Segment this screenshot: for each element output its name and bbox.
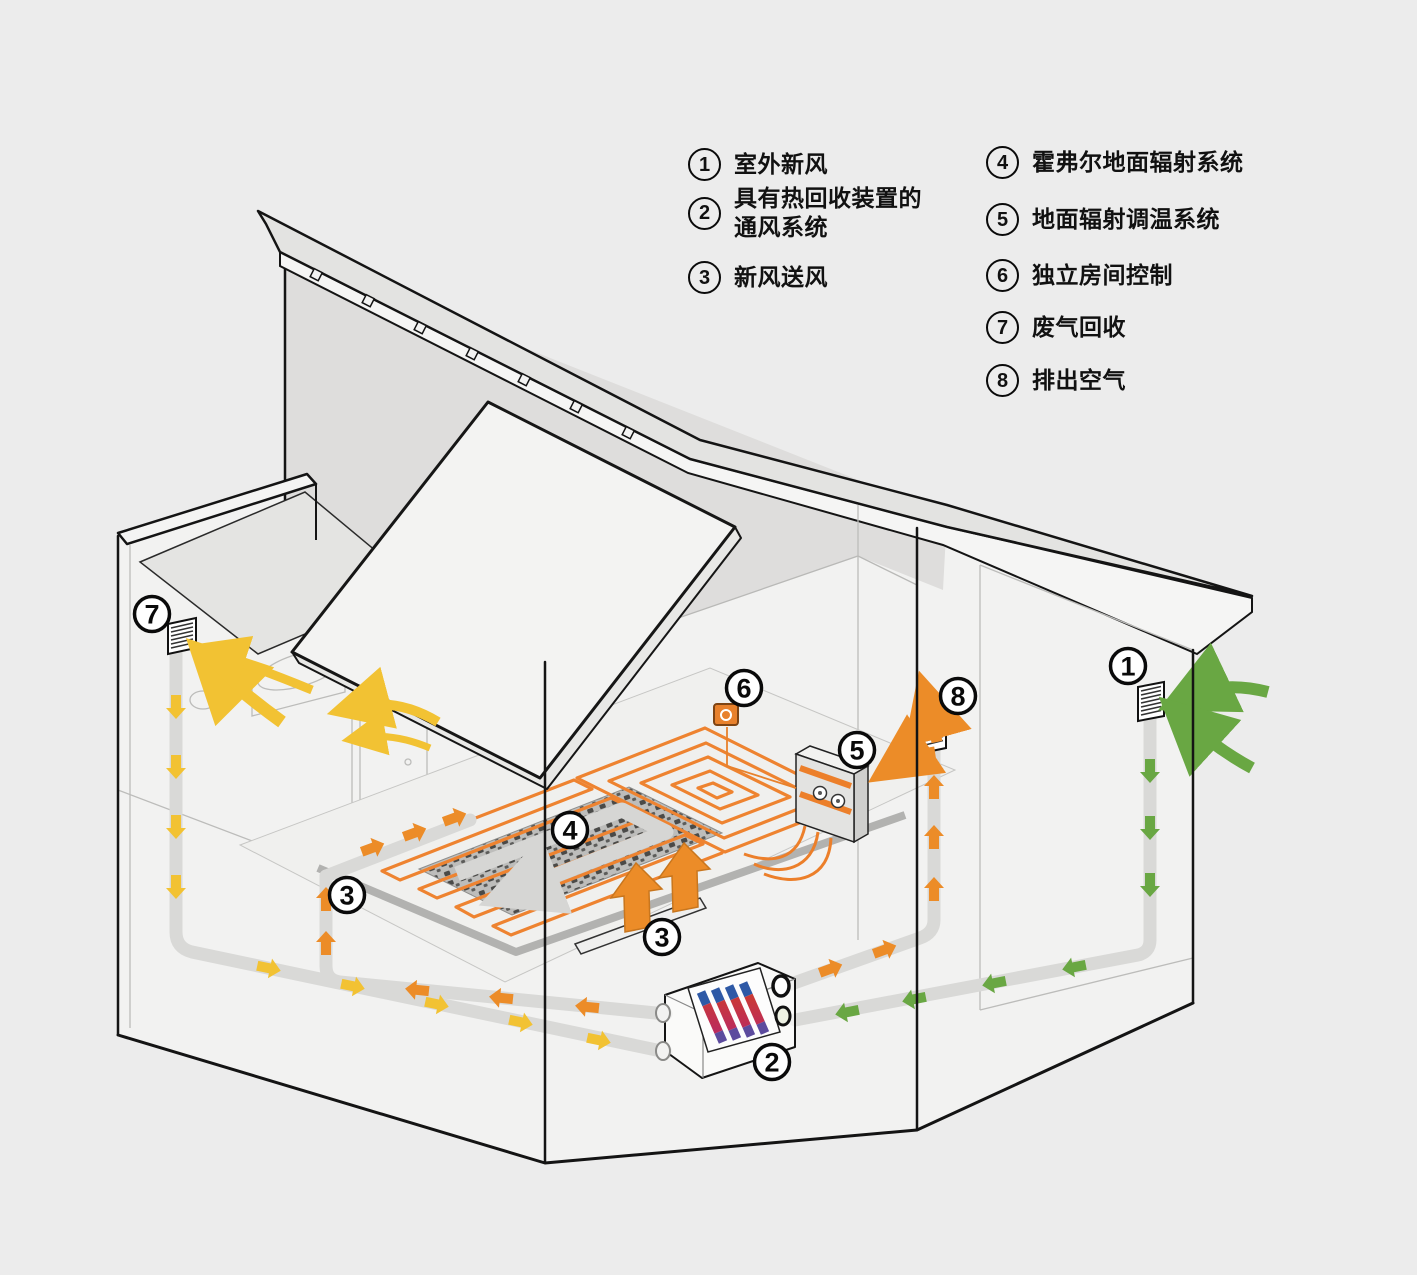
marker-3b: 3 — [642, 917, 682, 957]
marker-3a: 3 — [327, 875, 367, 915]
marker-4: 4 — [550, 810, 590, 850]
legend-item-4: 4 霍弗尔地面辐射系统 — [986, 146, 1244, 179]
exhaust-arrow-8-out — [868, 714, 947, 783]
marker-7: 7 — [132, 594, 172, 634]
legend-label-1: 室外新风 — [734, 151, 828, 177]
fresh-arrow-1b — [1158, 696, 1255, 777]
marker-6: 6 — [724, 668, 764, 708]
svg-text:8: 8 — [950, 682, 965, 712]
fresh-air-duct — [788, 703, 1157, 1027]
legend-item-2: 2 具有热回收装置的 通风系统 — [688, 184, 922, 242]
manifold — [743, 745, 870, 881]
svg-text:3: 3 — [339, 881, 354, 911]
supply-floor-duct — [319, 813, 477, 883]
legend-item-7: 7 废气回收 — [986, 311, 1126, 344]
pipe-direction-arrow — [454, 802, 674, 914]
tilted-roof-panel — [290, 400, 742, 790]
svg-text:5: 5 — [849, 736, 864, 766]
legend-label-3: 新风送风 — [734, 264, 828, 290]
legend-item-1: 1 室外新风 — [688, 148, 828, 181]
svg-text:7: 7 — [144, 600, 159, 630]
legend-item-5: 5 地面辐射调温系统 — [986, 203, 1220, 236]
roof — [256, 209, 1254, 656]
legend-num-8: 8 — [986, 364, 1019, 397]
marker-5: 5 — [837, 730, 877, 770]
supply-duct — [319, 869, 673, 1021]
legend-num-5: 5 — [986, 203, 1019, 236]
thermostat — [713, 703, 797, 789]
svg-text:3: 3 — [654, 923, 669, 953]
legend-item-8: 8 排出空气 — [986, 364, 1126, 397]
exchanger-plate — [687, 967, 781, 1053]
extract-arrow-7b — [189, 636, 314, 695]
vent-grille-7 — [167, 616, 197, 656]
fresh-arrow-1a — [1157, 642, 1270, 713]
extract-duct-7 — [169, 641, 673, 1059]
legend-label-8: 排出空气 — [1032, 367, 1126, 393]
floor-slab-edge — [316, 811, 907, 956]
rafter-tabs — [309, 267, 636, 440]
exchanger-fins — [696, 981, 770, 1044]
extract-arrow-door2 — [341, 711, 432, 756]
legend-label-6: 独立房间控制 — [1032, 262, 1173, 288]
legend-num-2: 2 — [688, 196, 721, 230]
legend-label-7: 废气回收 — [1032, 314, 1126, 340]
extract-arrow-door — [326, 666, 441, 729]
marker-2: 2 — [752, 1042, 792, 1082]
legend-label-2: 具有热回收装置的 通风系统 — [734, 185, 922, 240]
legend-label-4: 霍弗尔地面辐射系统 — [1032, 149, 1244, 175]
legend-label-5: 地面辐射调温系统 — [1032, 206, 1220, 232]
legend-num-3: 3 — [688, 261, 721, 294]
svg-text:1: 1 — [1120, 652, 1135, 682]
legend-num-7: 7 — [986, 311, 1019, 344]
diagram-markers: 7 1 8 6 5 4 3 3 2 — [132, 594, 1148, 1082]
exhaust-duct-8 — [773, 735, 941, 995]
floor-supply-arrows — [609, 841, 712, 933]
svg-text:2: 2 — [764, 1048, 779, 1078]
svg-text:6: 6 — [736, 674, 751, 704]
right-wing-interior — [857, 505, 1194, 1011]
marker-1: 1 — [1108, 646, 1148, 686]
legend-num-1: 1 — [688, 148, 721, 181]
vent-grille-1 — [1137, 680, 1165, 723]
svg-text:4: 4 — [562, 816, 577, 846]
legend-item-3: 3 新风送风 — [688, 261, 828, 294]
legend-num-4: 4 — [986, 146, 1019, 179]
marker-8: 8 — [938, 676, 978, 716]
duct-network — [169, 641, 1157, 1059]
legend-num-6: 6 — [986, 259, 1019, 292]
flow-arrows — [185, 636, 1270, 783]
legend-item-6: 6 独立房间控制 — [986, 259, 1173, 292]
structural-edges — [116, 526, 1195, 1165]
